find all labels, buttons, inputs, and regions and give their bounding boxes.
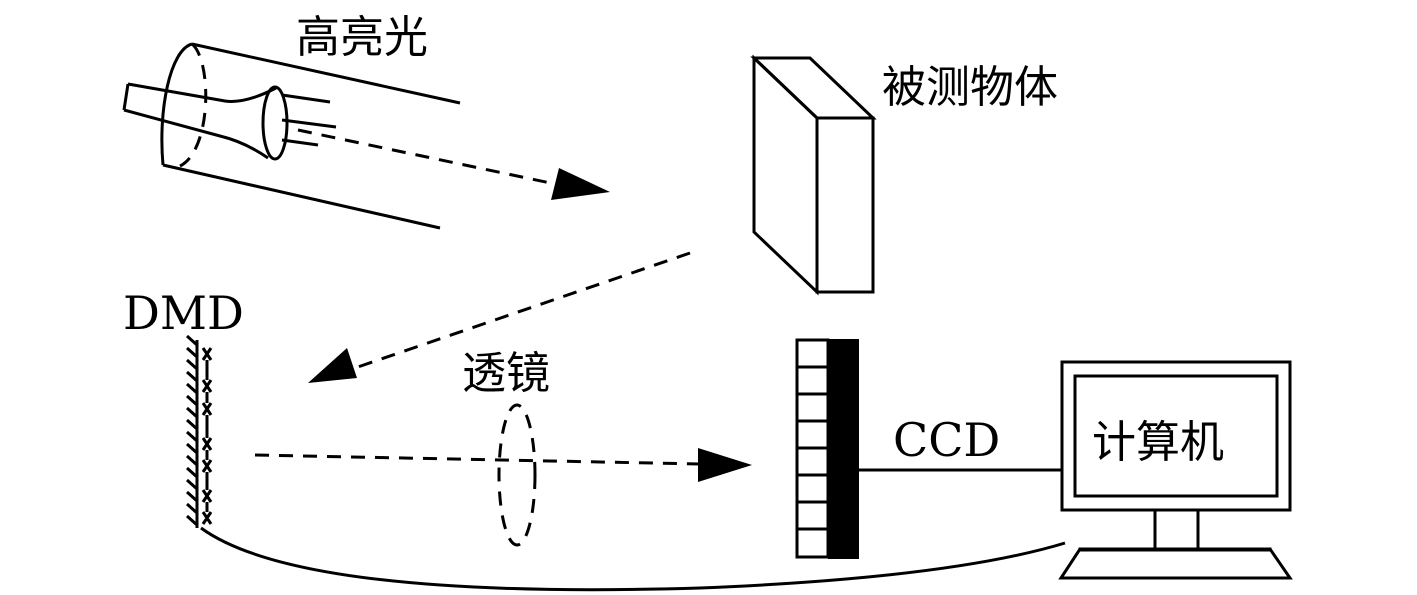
test-object: [750, 54, 877, 296]
reflected-ray: [354, 251, 691, 370]
light-source-bottom-edge: [162, 163, 441, 230]
lamp-reflector: [261, 85, 289, 161]
computer-to-dmd-cable: [200, 526, 1066, 592]
ccd-label: CCD: [893, 413, 1000, 467]
ccd-sensor: [795, 338, 859, 559]
light-source-label: 高亮光: [296, 12, 428, 63]
projection-ray-arrowhead: [551, 168, 610, 200]
lamp-tube-end: [122, 83, 130, 111]
reflected-ray-arrowhead: [308, 348, 357, 383]
lamp-rays: [281, 93, 337, 147]
test-object-side-face: [752, 54, 819, 296]
test-object-front-face: [815, 116, 875, 294]
lens: [497, 403, 537, 547]
dmd-label: DMD: [123, 286, 244, 340]
imaging-ray-arrowhead: [698, 448, 752, 482]
computer-screen: [1073, 374, 1279, 498]
light-source-top-edge: [191, 42, 461, 105]
test-object-top-face: [750, 56, 877, 120]
computer: [1058, 360, 1293, 580]
dmd-mirror: [185, 334, 213, 528]
test-object-label: 被测物体: [882, 62, 1058, 113]
light-source-back-ellipse-dashed: [179, 42, 208, 168]
light-source: [122, 42, 461, 230]
ccd-body: [828, 339, 859, 559]
imaging-ray: [254, 453, 701, 466]
lamp-tube: [123, 82, 277, 160]
projection-ray: [297, 128, 561, 187]
computer-monitor: [1060, 360, 1292, 512]
light-source-back-arc: [160, 42, 193, 166]
computer-label: 计算机: [1092, 417, 1224, 468]
lens-label: 透镜: [462, 348, 550, 399]
computer-stand: [1153, 510, 1200, 549]
computer-keyboard: [1058, 547, 1293, 580]
